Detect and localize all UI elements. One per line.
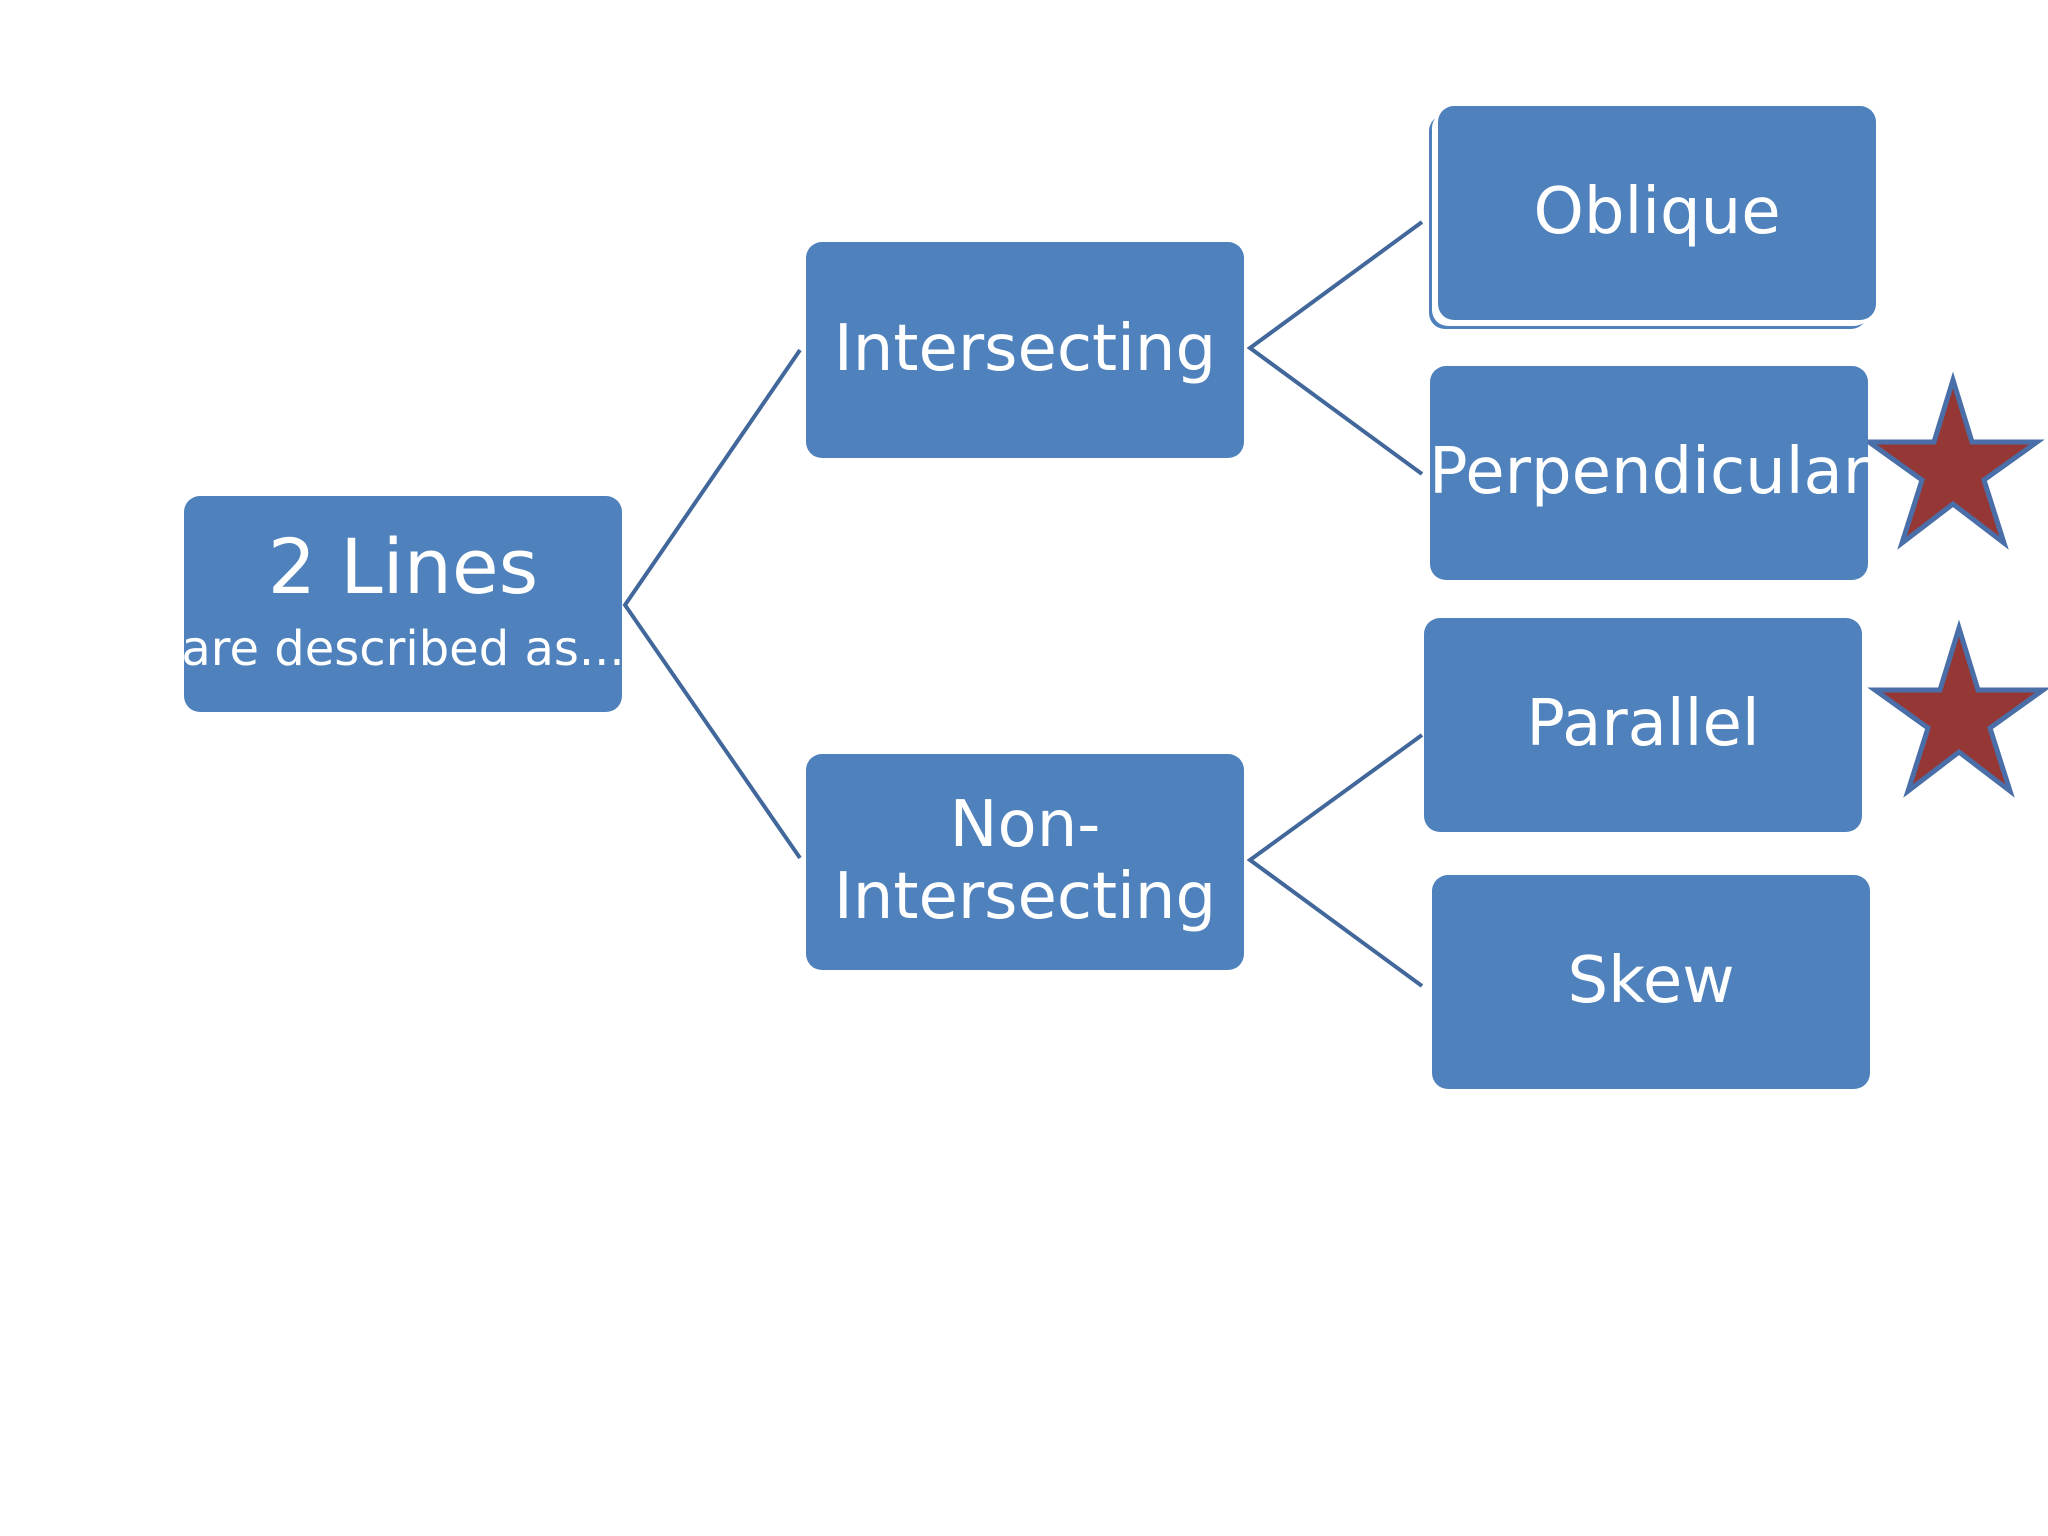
node-oblique-label: Oblique (1533, 175, 1781, 250)
node-parallel-label: Parallel (1526, 687, 1760, 762)
star-icon (1867, 619, 2048, 798)
node-skew: Skew (1432, 875, 1870, 1089)
node-intersecting-label: Intersecting (833, 312, 1217, 387)
connector-root-branches (622, 348, 802, 860)
node-perpendicular: Perpendicular (1428, 366, 1870, 580)
node-perpendicular-label: Perpendicular (1428, 435, 1870, 510)
root-subtitle: are described as... (181, 620, 625, 677)
star-icon (1861, 371, 2045, 550)
node-intersecting: Intersecting (806, 242, 1244, 458)
node-parallel: Parallel (1424, 618, 1862, 832)
node-non-intersecting-line1: Non- (949, 788, 1101, 863)
root-node: 2 Lines are described as... (181, 496, 625, 712)
root-title: 2 Lines (267, 521, 539, 611)
connector-intersecting-children (1246, 220, 1424, 476)
node-non-intersecting-line2: Intersecting (833, 860, 1217, 934)
node-oblique: Oblique (1438, 106, 1876, 320)
connector-nonintersecting-children (1246, 733, 1424, 988)
node-skew-label: Skew (1567, 944, 1735, 1019)
node-non-intersecting: Non- Intersecting (806, 754, 1244, 970)
